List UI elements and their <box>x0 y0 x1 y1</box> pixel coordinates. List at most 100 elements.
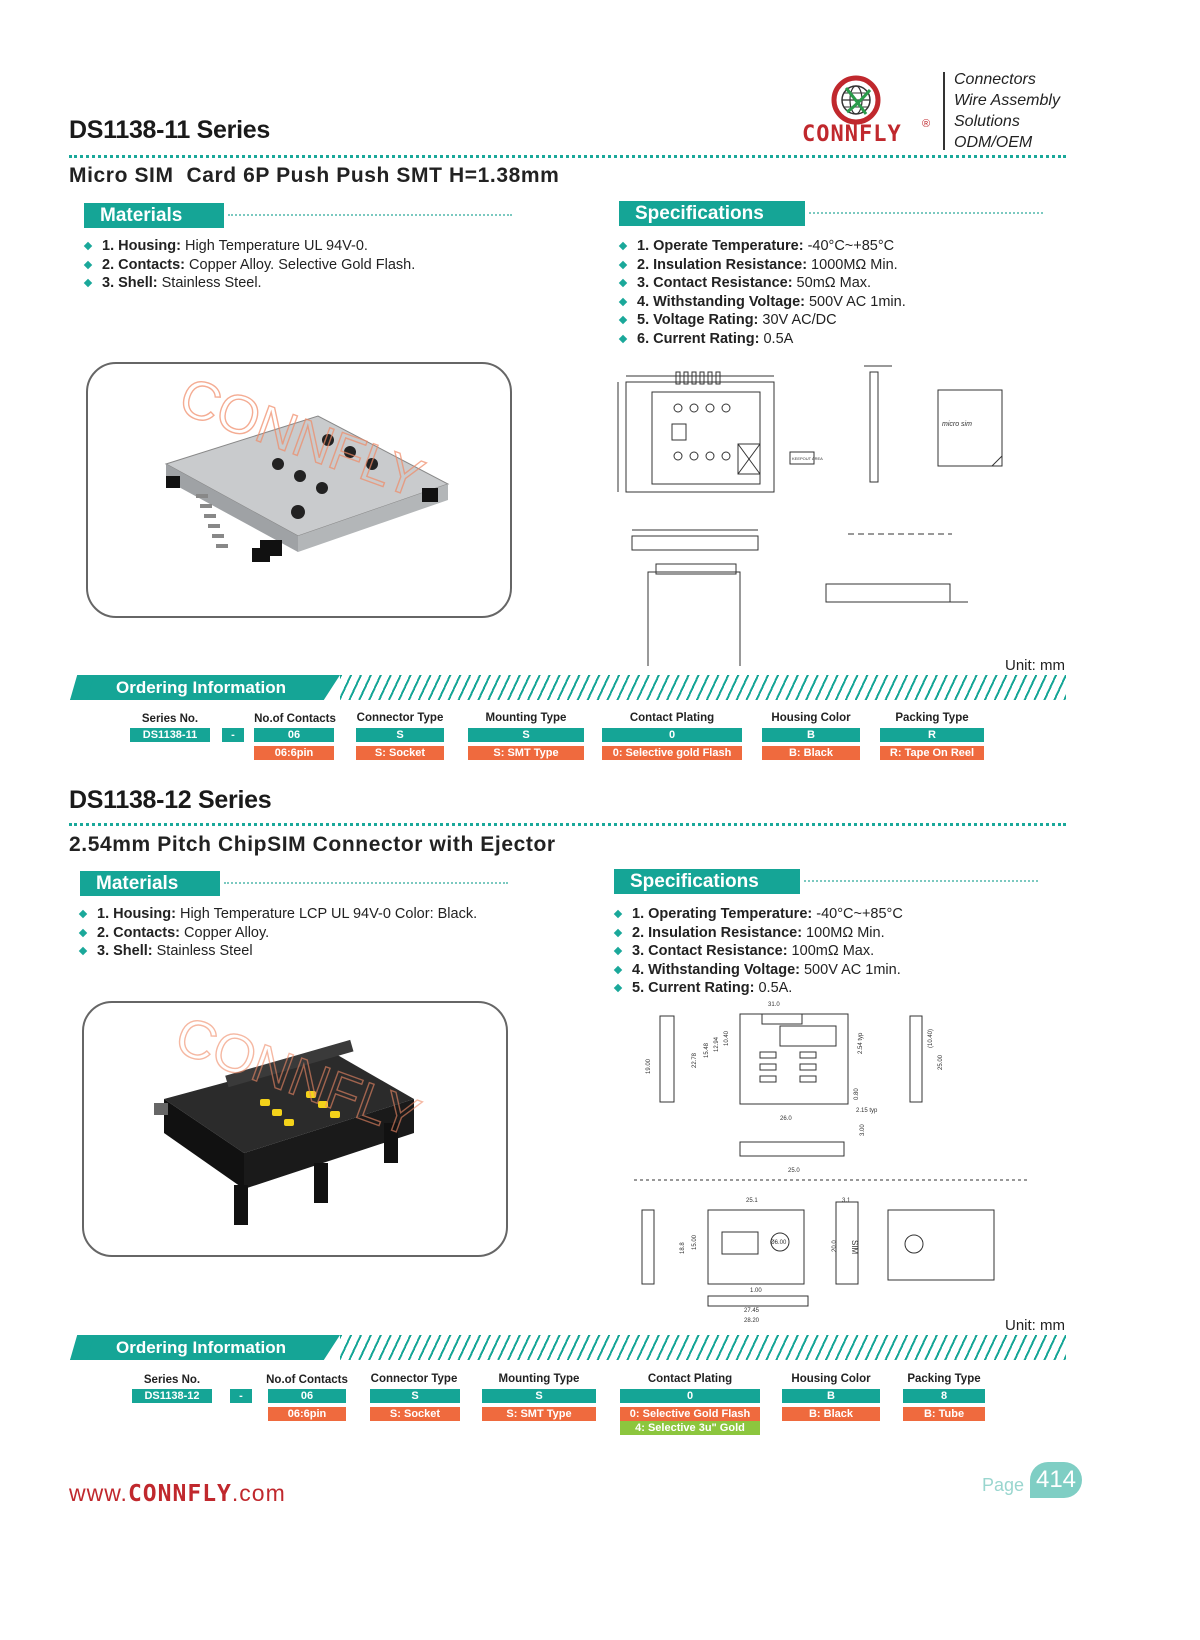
list-item: 2. Contacts: Copper Alloy. <box>77 924 557 943</box>
og-dash-1: - <box>222 728 244 742</box>
series-divider-1 <box>69 155 1066 158</box>
og-series-code-2: DS1138-12 <box>132 1389 212 1403</box>
list-item: 5. Voltage Rating: 30V AC/DC <box>617 311 1067 330</box>
materials-dotline-1 <box>228 214 512 216</box>
og-col-label: Connector Type <box>370 1373 458 1385</box>
logo-wordmark: CONNFLY <box>802 122 902 147</box>
og-col-label: No.of Contacts <box>254 713 336 725</box>
micro-sim-connector-image: CONNFLY <box>164 366 450 562</box>
dim: 19.00 <box>646 1058 652 1074</box>
list-item: 6. Current Rating: 0.5A <box>617 330 1067 349</box>
dim: 22.78 <box>692 1052 698 1068</box>
series-title-2: DS1138-12 Series <box>69 786 272 814</box>
footer-website[interactable]: www.CONNFLY.com <box>69 1480 286 1507</box>
specifications-dotline-1 <box>809 212 1043 214</box>
og-series-label-2: Series No. <box>143 1374 201 1386</box>
ordering-band-1: Ordering Information <box>70 675 1066 700</box>
dim: 28.20 <box>744 1318 760 1324</box>
dim: 3.00 <box>860 1124 866 1136</box>
dim: SIM <box>850 1240 859 1255</box>
og-col-desc: B: Black <box>782 1407 880 1421</box>
dim: 25.0 <box>788 1168 800 1174</box>
drawing-label-keepout: KEEPOUT AREA <box>792 456 823 461</box>
og-col-label: Packing Type <box>907 1373 981 1385</box>
series-title-1: DS1138-11 Series <box>69 116 270 144</box>
og-col-label: Packing Type <box>895 712 969 724</box>
og-col-desc: 06:6pin <box>268 1407 346 1421</box>
list-item: 4. Withstanding Voltage: 500V AC 1min. <box>617 293 1067 312</box>
og-col-code: S <box>482 1389 596 1403</box>
drawing-label-micro-sim: micro sim <box>942 421 972 428</box>
og-col-code: B <box>782 1389 880 1403</box>
dim: Ø6.00 <box>770 1240 787 1246</box>
og-col-code: R <box>880 728 984 742</box>
specifications-dotline-2 <box>804 880 1038 882</box>
og-series-label-1: Series No. <box>141 713 199 725</box>
dim: 2.54 typ <box>858 1032 864 1054</box>
series-divider-2 <box>69 823 1066 826</box>
og-col-desc: S: SMT Type <box>468 746 584 760</box>
product-photo-1: CONNFLY <box>86 362 512 618</box>
og-col-label: Housing Color <box>771 712 851 724</box>
specifications-list-2: 1. Operating Temperature: -40°C~+85°C 2.… <box>612 905 1062 998</box>
list-item: 2. Insulation Resistance: 1000MΩ Min. <box>617 256 1067 275</box>
dim: 18.8 <box>680 1242 686 1254</box>
dim: 3.1 <box>842 1198 851 1204</box>
list-item: 3. Shell: Stainless Steel <box>77 942 557 961</box>
ordering-hatch-1 <box>340 675 1066 700</box>
dim: 25.00 <box>938 1054 944 1070</box>
og-col-desc: 0: Selective Gold Flash <box>620 1407 760 1421</box>
dim: 25.1 <box>746 1198 758 1204</box>
og-col-code: 8 <box>903 1389 985 1403</box>
unit-label-2: Unit: mm <box>1005 1317 1065 1334</box>
list-item: 5. Current Rating: 0.5A. <box>612 979 1062 998</box>
ordering-info-title-2: Ordering Information <box>70 1335 340 1360</box>
og-col-desc: 06:6pin <box>254 746 334 760</box>
og-col-code: 0 <box>620 1389 760 1403</box>
materials-tag-2: Materials <box>80 871 220 896</box>
page-number-badge: 414 <box>1030 1462 1082 1498</box>
list-item: 1. Operate Temperature: -40°C~+85°C <box>617 237 1067 256</box>
dim: 26.0 <box>780 1116 792 1122</box>
specifications-tag-2: Specifications <box>614 869 800 894</box>
page-label: Page <box>982 1475 1025 1495</box>
specifications-list-1: 1. Operate Temperature: -40°C~+85°C 2. I… <box>617 237 1067 348</box>
list-item: 3. Contact Resistance: 100mΩ Max. <box>612 942 1062 961</box>
og-col-code: 06 <box>268 1389 346 1403</box>
dim: 0.80 <box>854 1088 860 1100</box>
og-col-desc: S: SMT Type <box>482 1407 596 1421</box>
og-col-desc-alt: 4: Selective 3u" Gold <box>620 1421 760 1435</box>
materials-dotline-2 <box>224 882 508 884</box>
list-item: 2. Insulation Resistance: 100MΩ Min. <box>612 924 1062 943</box>
list-item: 3. Contact Resistance: 50mΩ Max. <box>617 274 1067 293</box>
chipsim-connector-image: CONNFLY <box>154 1005 428 1225</box>
og-series-code-1: DS1138-11 <box>130 728 210 742</box>
og-col-code: S <box>468 728 584 742</box>
dim: 12.94 <box>714 1036 720 1052</box>
og-col-code: S <box>356 728 444 742</box>
brand-logo-text: CONNFLY <box>802 122 902 147</box>
tagline-connectors: Connectors <box>954 71 1036 88</box>
og-col-label: No.of Contacts <box>266 1374 348 1386</box>
unit-label-1: Unit: mm <box>1005 657 1065 674</box>
brand-divider <box>943 72 945 150</box>
technical-drawing-2: 31.0 2.54 typ 19.00 22.78 15.48 12.94 10… <box>630 996 1070 1330</box>
materials-tag-1: Materials <box>84 203 224 228</box>
product-subtitle-1: Micro SIM Card 6P Push Push SMT H=1.38mm <box>69 164 560 187</box>
materials-list-1: 1. Housing: High Temperature UL 94V-0. 2… <box>82 237 552 293</box>
brand-taglines: Connectors Wire Assembly Solutions ODM/O… <box>954 69 1060 153</box>
dim: 20.0 <box>832 1240 838 1252</box>
og-dash-2: - <box>230 1389 252 1403</box>
og-col-desc: S: Socket <box>356 746 444 760</box>
product-subtitle-2: 2.54mm Pitch ChipSIM Connector with Ejec… <box>69 833 556 856</box>
tagline-solutions: Solutions <box>954 113 1020 130</box>
list-item: 1. Housing: High Temperature UL 94V-0. <box>82 237 552 256</box>
connfly-globe-icon <box>831 75 881 125</box>
list-item: 1. Housing: High Temperature LCP UL 94V-… <box>77 905 557 924</box>
product-photo-2: CONNFLY <box>82 1001 508 1257</box>
specifications-tag-1: Specifications <box>619 201 805 226</box>
og-col-code: 06 <box>254 728 334 742</box>
list-item: 1. Operating Temperature: -40°C~+85°C <box>612 905 1062 924</box>
ordering-info-title-1: Ordering Information <box>70 675 340 700</box>
dim: 2.15 typ <box>856 1108 878 1114</box>
